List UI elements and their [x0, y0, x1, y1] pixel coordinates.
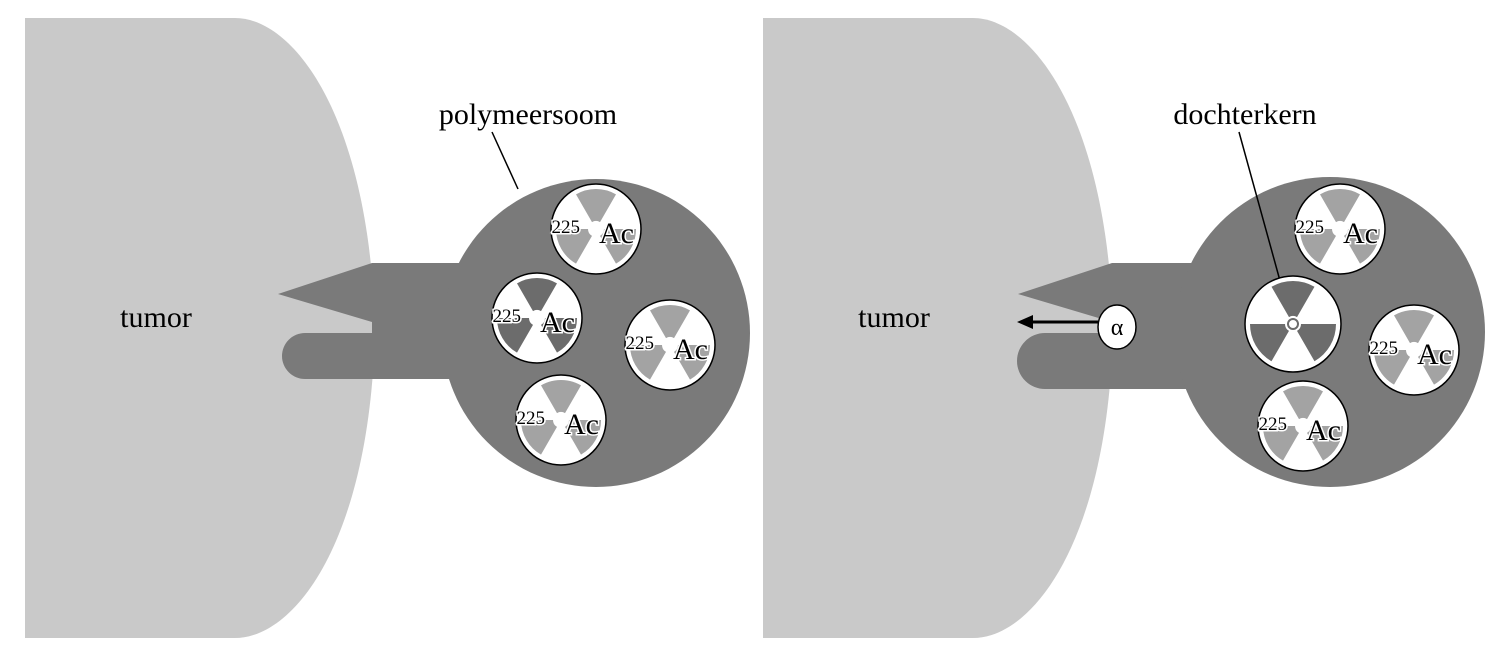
radiation-sector [541, 380, 581, 414]
mass-number: 225 [517, 408, 546, 429]
radiation-sector [1283, 386, 1323, 420]
alpha-particle [1097, 304, 1137, 350]
mass-number: 225 [1370, 338, 1399, 359]
nucleus: 225 Ac [1368, 304, 1460, 396]
callout-line [491, 131, 519, 190]
radiation-sector [541, 318, 577, 353]
mass-number: 225 [1296, 217, 1325, 238]
alpha-label: α [1111, 315, 1124, 341]
alpha-arrow-head [1017, 315, 1033, 329]
nucleus: 225 Ac [491, 272, 583, 364]
radiation-sector [650, 304, 690, 339]
radiation-sector [576, 188, 616, 223]
nucleus: 225 Ac [624, 299, 716, 391]
alpha-emission: α [1017, 304, 1137, 350]
radiation-sector [1374, 350, 1410, 385]
radiation-sector [1394, 310, 1434, 344]
element-symbol: Ac [564, 408, 599, 441]
callout-label: dochterkern [1173, 98, 1316, 131]
radiation-sector [556, 229, 592, 264]
radiation-sector [1263, 426, 1299, 461]
element-symbol: Ac [673, 333, 708, 366]
callout-label: polymeersoom [439, 98, 617, 131]
radiation-sector [517, 277, 557, 312]
callout-line [1238, 131, 1283, 289]
radiation-sector [1307, 426, 1343, 461]
element-symbol: Ac [1417, 338, 1452, 371]
radiation-sector [630, 345, 666, 380]
mass-number: 225 [493, 306, 522, 327]
radiation-sector [1271, 281, 1315, 318]
panel-left: polymeersoom tumor 225 Ac 225 Ac 225 Ac [25, 18, 750, 638]
radiation-sector [1300, 229, 1336, 264]
nucleus: 225 Ac [1294, 183, 1386, 275]
element-symbol: Ac [599, 217, 634, 250]
radiation-sector [674, 345, 710, 380]
radiation-sector [1297, 324, 1336, 362]
daughter-nucleus [1244, 275, 1342, 373]
tumor-label: tumor [858, 301, 930, 334]
tumor-shape [25, 18, 375, 638]
nucleus: 225 Ac [550, 183, 642, 275]
radiation-sector [600, 229, 636, 264]
tumor-label: tumor [120, 301, 192, 334]
panel-right: dochterkern tumor α 225 Ac 225 Ac [763, 18, 1485, 638]
mass-number: 225 [1259, 414, 1288, 435]
element-symbol: Ac [1306, 414, 1341, 447]
radiation-sector [521, 420, 557, 455]
radiation-sector [1418, 350, 1454, 385]
radiation-sector [1250, 324, 1289, 362]
mass-number: 225 [626, 333, 655, 354]
radiation-sector [1320, 188, 1360, 223]
radiation-sector [497, 318, 533, 353]
element-symbol: Ac [1343, 217, 1378, 250]
mass-number: 225 [552, 217, 581, 238]
element-symbol: Ac [540, 306, 575, 339]
nucleus-hub [1287, 318, 1299, 330]
tumor-shape [763, 18, 1113, 638]
radiation-sector [565, 420, 601, 455]
radiation-sector [1344, 229, 1380, 264]
nucleus: 225 Ac [1257, 380, 1349, 472]
nucleus: 225 Ac [515, 374, 607, 466]
